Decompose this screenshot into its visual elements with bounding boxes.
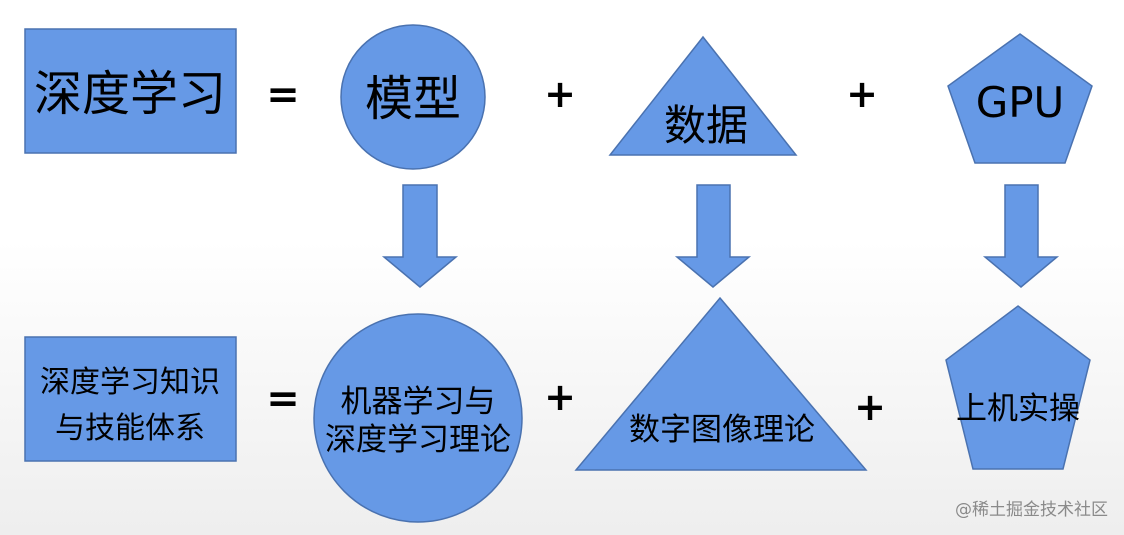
watermark-text: @稀土掘金技术社区 [955, 500, 1108, 520]
deep-learning-label: 深度学习 [34, 66, 226, 122]
image-theory-label: 数字图像理论 [629, 412, 815, 448]
knowledge-system-box [24, 336, 237, 462]
ml-theory-label-line1: 机器学习与 [341, 384, 496, 420]
practice-pentagon [945, 305, 1091, 470]
bottom-plus-sign-1: + [544, 375, 576, 419]
knowledge-system-label-line2: 与技能体系 [55, 411, 205, 446]
ml-theory-circle [313, 313, 523, 523]
bottom-plus-sign-2: + [854, 385, 886, 429]
down-arrow-gpu [982, 184, 1060, 288]
top-plus-sign-2: + [846, 72, 878, 116]
gpu-label: GPU [976, 78, 1065, 127]
top-equals-sign: = [266, 72, 300, 118]
knowledge-system-label-line1: 深度学习知识 [40, 365, 220, 400]
data-triangle [608, 35, 798, 156]
data-label: 数据 [664, 101, 748, 150]
down-arrow-model [381, 184, 459, 288]
model-label: 模型 [365, 71, 461, 127]
ml-theory-label-line2: 深度学习理论 [325, 422, 511, 458]
bottom-equals-sign: = [266, 376, 300, 422]
image-theory-triangle [574, 296, 868, 471]
down-arrow-data [674, 184, 752, 288]
deep-learning-box [24, 28, 237, 154]
model-circle [340, 24, 486, 170]
practice-label: 上机实操 [956, 391, 1080, 427]
gpu-pentagon [947, 33, 1093, 164]
top-plus-sign-1: + [544, 72, 576, 116]
